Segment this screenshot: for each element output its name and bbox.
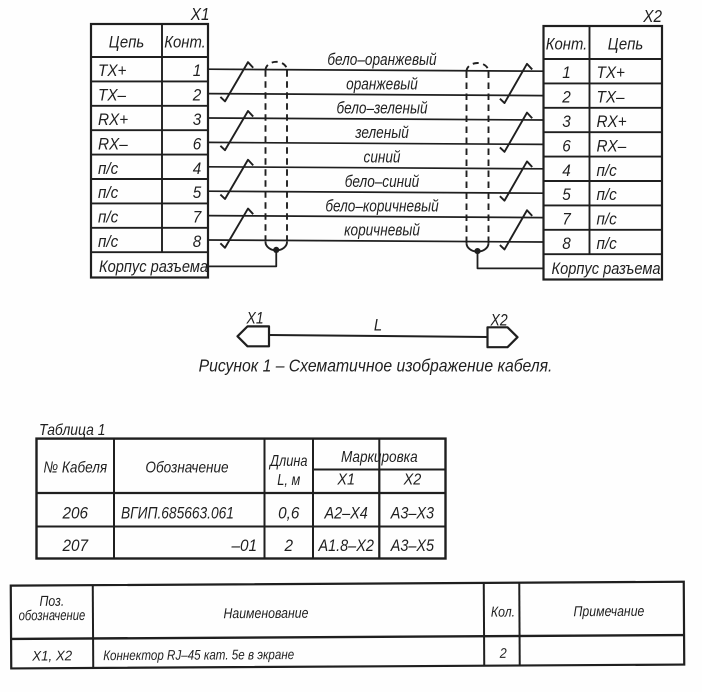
svg-text:п/с: п/с <box>597 185 617 204</box>
svg-text:Цепь: Цепь <box>608 36 643 54</box>
svg-text:4: 4 <box>193 159 202 178</box>
svg-text:п/с: п/с <box>597 161 617 180</box>
svg-text:2: 2 <box>284 536 293 555</box>
svg-text:RX+: RX+ <box>98 110 128 129</box>
svg-text:L, м: L, м <box>277 472 300 490</box>
svg-text:6: 6 <box>562 137 571 156</box>
svg-text:№ Кабеля: № Кабеля <box>43 460 107 477</box>
svg-text:RX+: RX+ <box>597 112 627 131</box>
svg-text:7: 7 <box>193 208 202 227</box>
svg-text:8: 8 <box>193 232 202 251</box>
svg-text:TX–: TX– <box>597 88 626 107</box>
svg-text:1: 1 <box>562 63 571 82</box>
svg-text:Примечание: Примечание <box>573 603 644 620</box>
svg-text:5: 5 <box>562 185 571 204</box>
svg-text:6: 6 <box>193 135 202 154</box>
svg-text:X1: X1 <box>190 4 210 24</box>
svg-text:8: 8 <box>562 234 571 253</box>
svg-text:RX–: RX– <box>597 137 628 156</box>
svg-text:коричневый: коричневый <box>344 221 420 240</box>
svg-text:Обозначение: Обозначение <box>145 460 228 477</box>
svg-text:Длина: Длина <box>268 453 307 471</box>
svg-text:А3–Х5: А3–Х5 <box>390 537 434 555</box>
svg-text:3: 3 <box>562 112 571 131</box>
svg-text:Коннектор RJ–45 кат. 5е в экра: Коннектор RJ–45 кат. 5е в экране <box>103 646 294 663</box>
svg-text:Конт.: Конт. <box>164 34 206 52</box>
svg-text:2: 2 <box>499 645 508 661</box>
svg-text:207: 207 <box>62 536 89 555</box>
svg-text:п/с: п/с <box>597 234 617 253</box>
svg-text:X2: X2 <box>403 471 422 489</box>
svg-text:7: 7 <box>562 210 571 229</box>
svg-text:п/с: п/с <box>98 232 118 251</box>
svg-text:бело–синий: бело–синий <box>345 173 420 192</box>
svg-text:зеленый: зеленый <box>354 124 409 143</box>
svg-text:TX–: TX– <box>98 86 127 105</box>
svg-text:X1: X1 <box>246 310 264 328</box>
svg-text:–01: –01 <box>231 536 257 555</box>
svg-text:п/с: п/с <box>98 208 118 227</box>
svg-text:бело–зеленый: бело–зеленый <box>336 99 427 118</box>
svg-text:RX–: RX– <box>98 135 129 154</box>
svg-text:синий: синий <box>364 148 401 167</box>
svg-text:бело–оранжевый: бело–оранжевый <box>327 51 437 70</box>
svg-text:0,6: 0,6 <box>278 504 299 523</box>
svg-text:А1.8–Х2: А1.8–Х2 <box>318 537 375 555</box>
svg-text:2: 2 <box>561 88 570 107</box>
svg-text:Рисунок 1 – Схематичное изобра: Рисунок 1 – Схематичное изображение кабе… <box>199 356 553 376</box>
svg-text:п/с: п/с <box>98 183 118 202</box>
svg-text:Маркировка: Маркировка <box>341 449 418 466</box>
svg-text:TX+: TX+ <box>98 61 126 80</box>
svg-text:ВГИП.685663.061: ВГИП.685663.061 <box>121 504 234 523</box>
svg-text:5: 5 <box>193 183 202 202</box>
svg-text:L: L <box>374 317 382 335</box>
svg-text:оранжевый: оранжевый <box>346 75 418 94</box>
svg-text:А2–Х4: А2–Х4 <box>324 504 368 522</box>
svg-text:обозначение: обозначение <box>19 607 86 624</box>
svg-text:Конт.: Конт. <box>546 36 588 54</box>
svg-text:Цепь: Цепь <box>109 34 144 52</box>
svg-text:Кол.: Кол. <box>491 604 515 620</box>
svg-text:X1: X1 <box>336 471 355 489</box>
svg-text:Таблица 1: Таблица 1 <box>39 421 105 439</box>
svg-text:206: 206 <box>62 504 88 523</box>
svg-text:3: 3 <box>193 110 202 129</box>
svg-text:X1, X2: X1, X2 <box>31 648 72 664</box>
svg-text:Корпус разъема: Корпус разъема <box>99 258 208 276</box>
svg-text:4: 4 <box>562 161 571 180</box>
svg-text:TX+: TX+ <box>597 63 625 82</box>
svg-text:Поз.: Поз. <box>39 593 64 609</box>
svg-text:бело–коричневый: бело–коричневый <box>325 197 439 216</box>
svg-text:п/с: п/с <box>597 210 617 229</box>
svg-text:1: 1 <box>193 61 202 80</box>
svg-text:А3–Х3: А3–Х3 <box>390 504 434 522</box>
svg-text:Корпус разъема: Корпус разъема <box>552 260 661 278</box>
svg-text:X2: X2 <box>642 6 662 26</box>
svg-text:Наименование: Наименование <box>223 605 308 622</box>
svg-text:п/с: п/с <box>98 159 118 178</box>
svg-text:X2: X2 <box>490 311 509 329</box>
svg-text:2: 2 <box>192 86 201 105</box>
